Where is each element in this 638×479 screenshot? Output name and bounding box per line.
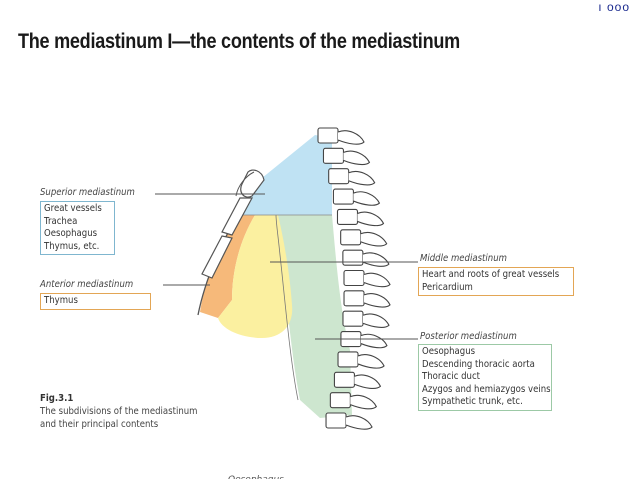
sternum — [201, 169, 265, 279]
spinous-process — [362, 252, 390, 267]
posterior-contents-box: Oesophagus Descending thoracic aorta Tho… — [418, 344, 552, 411]
spinous-process — [357, 211, 385, 227]
posterior-item: Azygos and hemiazygos veins — [422, 383, 551, 395]
spinous-process — [350, 394, 378, 410]
spinous-process — [362, 313, 390, 328]
anterior-item: Thymus — [44, 295, 78, 306]
spinous-process — [337, 130, 365, 145]
spinous-process — [343, 150, 371, 166]
vertebra — [342, 249, 364, 266]
vertebra — [340, 229, 362, 246]
posterior-item: Thoracic duct — [422, 371, 481, 382]
posterior-region — [278, 215, 352, 418]
bottom-cut-label: Oesophagus — [228, 475, 284, 479]
spinous-process — [360, 333, 388, 349]
posterior-item: Descending thoracic aorta — [422, 358, 535, 370]
vertebra — [332, 188, 354, 205]
vertebra — [329, 392, 351, 409]
spinous-process — [353, 191, 381, 206]
anterior-mediastinum-label: Anterior mediastinum — [40, 279, 134, 290]
anterior-contents-box: Thymus — [40, 293, 151, 310]
figure-caption-line2: and their principal contents — [40, 419, 159, 430]
spinous-process — [348, 170, 376, 186]
spinous-process — [363, 293, 391, 308]
posterior-item: Oesophagus — [422, 346, 476, 357]
spinous-process — [357, 354, 385, 369]
spinous-process — [363, 272, 391, 288]
vertebra — [325, 412, 347, 429]
vertebra — [343, 269, 365, 287]
vertebra — [322, 147, 345, 164]
spinous-process — [360, 231, 388, 247]
superior-item: Trachea — [44, 215, 78, 227]
posterior-item: Sympathetic trunk, etc. — [422, 396, 523, 407]
superior-item: Thymus, etc. — [44, 240, 100, 252]
figure-caption: Fig.3.1 The subdivisions of the mediasti… — [40, 392, 215, 431]
figure-caption-line1: The subdivisions of the mediastinum — [40, 406, 198, 417]
vertebra — [328, 168, 350, 185]
vertebra — [336, 208, 359, 225]
superior-item: Great vessels — [44, 203, 102, 214]
spinous-process — [345, 415, 373, 430]
superior-contents-box: Great vessels Trachea Oesophagus Thymus,… — [40, 201, 115, 255]
vertebra — [337, 351, 359, 368]
middle-item: Pericardium — [422, 281, 473, 293]
middle-contents-box: Heart and roots of great vessels Pericar… — [418, 267, 574, 296]
vertebra — [333, 371, 355, 388]
middle-mediastinum-label: Middle mediastinum — [420, 253, 507, 264]
middle-item: Heart and roots of great vessels — [422, 269, 560, 280]
slide-title: The mediastinum I—the contents of the me… — [18, 30, 460, 53]
vertebra — [317, 127, 339, 144]
vertebra — [343, 290, 365, 307]
spinous-process — [354, 374, 382, 390]
posterior-mediastinum-label: Posterior mediastinum — [420, 331, 517, 342]
figure-number: Fig.3.1 — [40, 393, 74, 404]
superior-item: Oesophagus — [44, 228, 98, 239]
superior-mediastinum-label: Superior mediastinum — [40, 187, 135, 198]
anterior-region — [200, 215, 255, 318]
corner-page-marker: ı ooo — [598, 0, 630, 14]
superior-region — [238, 135, 332, 215]
vertebra — [342, 310, 364, 327]
middle-region — [218, 215, 293, 338]
